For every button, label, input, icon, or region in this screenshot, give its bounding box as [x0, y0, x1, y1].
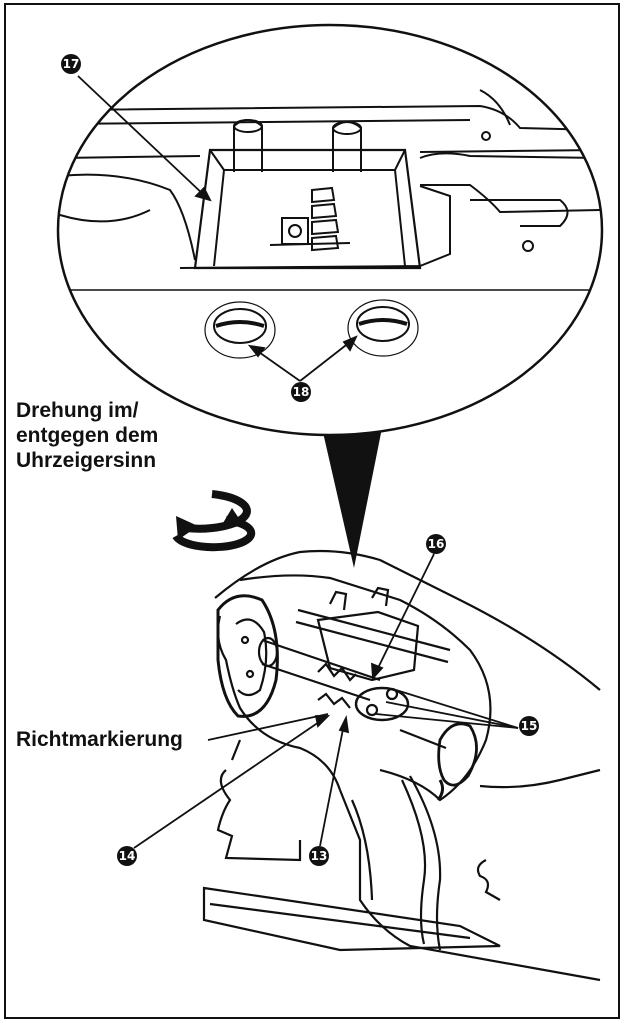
callout-18: 18 — [291, 382, 311, 402]
machine-illustration — [202, 549, 601, 982]
callout-13: 13 — [309, 846, 329, 866]
callout-13-text: 13 — [311, 849, 328, 863]
leader-lines — [77, 75, 519, 849]
detail-view — [56, 23, 604, 437]
callout-15: 15 — [519, 716, 539, 736]
callout-14: 14 — [117, 846, 137, 866]
callout-17: 17 — [61, 54, 81, 74]
callout-16-text: 16 — [428, 537, 445, 551]
detail-pointer — [322, 428, 382, 568]
callout-14-text: 14 — [119, 849, 136, 863]
callout-15-text: 15 — [521, 719, 538, 733]
callout-17-text: 17 — [63, 57, 80, 71]
callout-18-text: 18 — [293, 385, 310, 399]
direction-mark-label: Richtmarkierung — [16, 728, 183, 751]
rotation-direction-label: Drehung im/ entgegen dem Uhrzeigersinn — [16, 399, 159, 472]
callout-16: 16 — [426, 534, 446, 554]
rotate-arrows-icon — [172, 490, 256, 552]
